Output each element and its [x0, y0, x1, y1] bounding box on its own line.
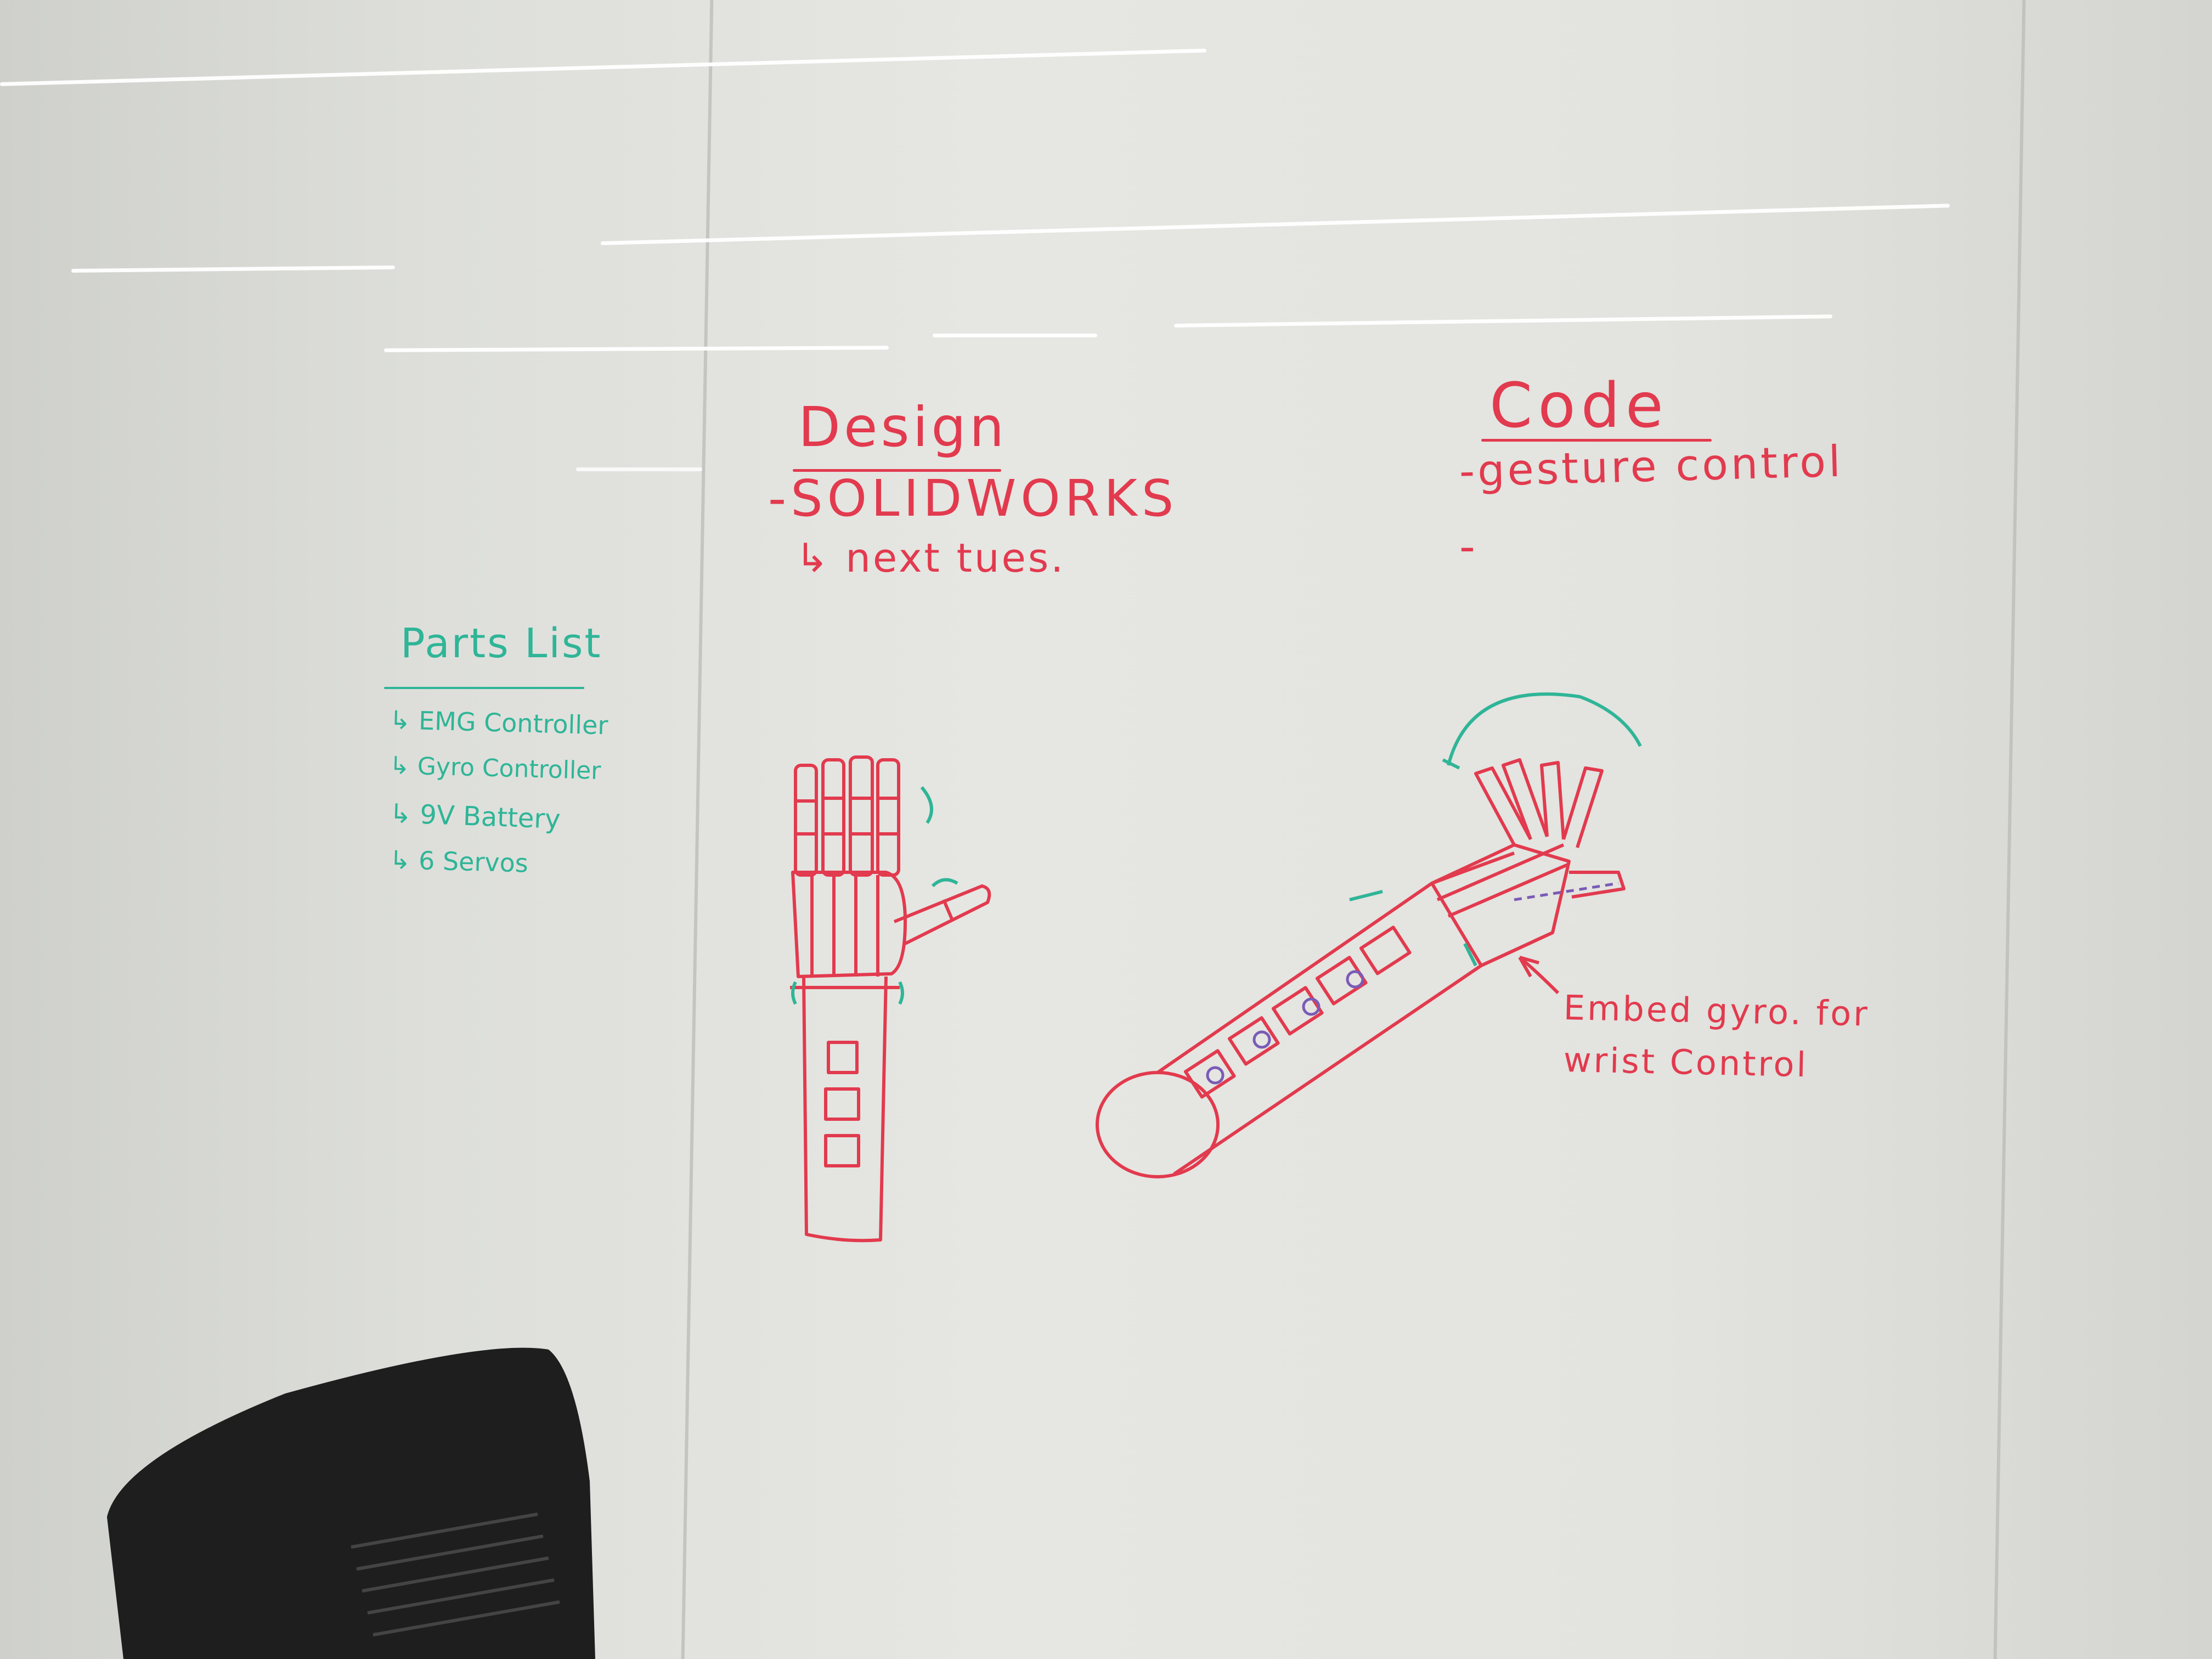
chair-back	[107, 1347, 595, 1659]
design-item-next-tues: ↳ next tues.	[795, 535, 1066, 581]
parts-list-underline	[384, 687, 584, 689]
light-reflection	[576, 467, 702, 471]
light-reflection	[933, 334, 1097, 337]
parts-list-heading: Parts List	[400, 620, 602, 667]
design-heading: Design	[798, 395, 1008, 459]
code-heading: Code	[1489, 370, 1669, 442]
forearm-hand-teal-arrows	[1349, 692, 1642, 967]
forearm-hand-drawing	[1096, 758, 1626, 1178]
annotation-arrow	[1518, 956, 1560, 995]
upright-hand-drawing	[790, 755, 991, 1243]
code-underline	[1481, 439, 1712, 442]
design-item-solidworks: -SOLIDWORKS	[768, 469, 1178, 528]
design-underline	[793, 469, 1001, 472]
forearm-hand-purple-marks	[1206, 882, 1619, 1085]
code-item-empty: -	[1459, 521, 1475, 572]
upright-hand-teal-arrows	[791, 786, 958, 1005]
